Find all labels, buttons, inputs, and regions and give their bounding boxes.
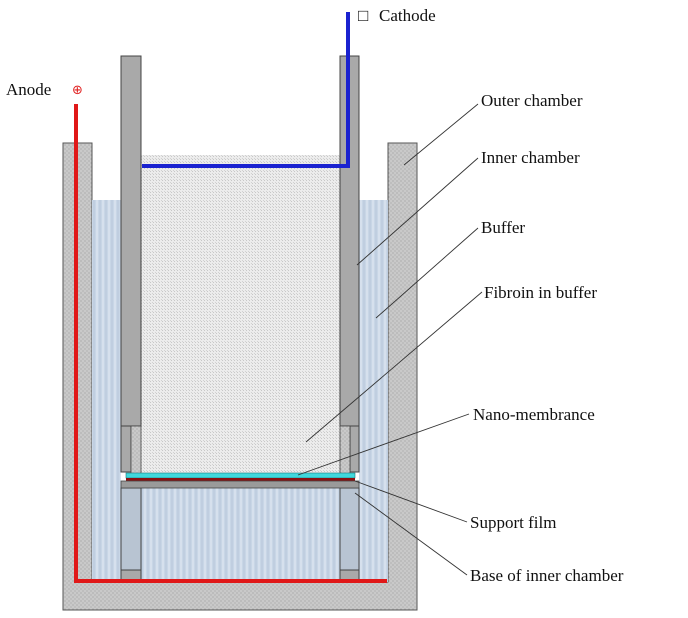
nano-membrane bbox=[125, 472, 356, 479]
anode-wire bbox=[74, 104, 387, 583]
anode-symbol: ⊕ bbox=[72, 83, 83, 98]
membrane-holder bbox=[120, 480, 360, 489]
nano-membrance-label: Nano-membrance bbox=[473, 405, 595, 424]
buffer-outer-right bbox=[359, 200, 388, 582]
leader-buffer bbox=[375, 227, 479, 319]
leader-lines bbox=[297, 103, 483, 576]
base-of-inner-chamber-right bbox=[339, 487, 360, 571]
inner-chamber-right-step bbox=[349, 425, 360, 473]
outer-chamber-label: Outer chamber bbox=[481, 91, 583, 110]
cathode-symbol: □ bbox=[358, 6, 368, 25]
clamp-right bbox=[339, 425, 351, 475]
buffer-below-membrane bbox=[141, 486, 340, 582]
support-film bbox=[126, 478, 355, 481]
leader-fibroin bbox=[305, 291, 483, 443]
leader-outer-chamber bbox=[403, 103, 479, 166]
support-film-label: Support film bbox=[470, 513, 556, 532]
buffer-label: Buffer bbox=[481, 218, 525, 237]
base-of-inner-chamber-label: Base of inner chamber bbox=[470, 566, 624, 585]
leader-nano-membrance bbox=[297, 413, 470, 476]
fibroin-in-buffer-region bbox=[141, 155, 340, 473]
leader-base bbox=[354, 492, 468, 576]
base-of-inner-chamber-left bbox=[120, 487, 142, 571]
anode-label: Anode bbox=[6, 80, 51, 99]
cathode-label: Cathode bbox=[379, 6, 436, 25]
leader-support-film bbox=[354, 480, 468, 523]
buffer-outer-left bbox=[92, 200, 121, 582]
inner-chamber-label: Inner chamber bbox=[481, 148, 580, 167]
clamp-left bbox=[130, 425, 142, 475]
inner-chamber-left-wall bbox=[120, 55, 142, 427]
leader-inner-chamber bbox=[356, 157, 479, 266]
fibroin-label: Fibroin in buffer bbox=[484, 283, 597, 302]
cathode-wire bbox=[142, 12, 350, 168]
inner-chamber-left-step bbox=[120, 425, 132, 473]
